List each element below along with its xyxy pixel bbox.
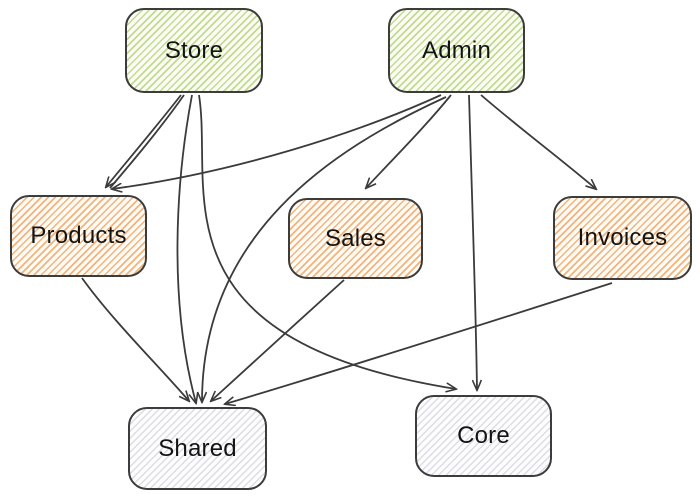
node-products-label: Products <box>30 222 127 249</box>
node-invoices: Invoices <box>553 196 692 280</box>
node-core: Core <box>415 395 552 477</box>
edge-store-products <box>106 94 182 187</box>
edge-sales-shared <box>211 279 345 401</box>
node-admin-label: Admin <box>421 36 492 64</box>
edge-store-shared <box>176 94 196 403</box>
node-shared: Shared <box>128 407 267 490</box>
node-admin: Admin <box>388 8 525 93</box>
node-core-label: Core <box>457 422 510 449</box>
edge-products-shared <box>81 277 189 401</box>
node-invoices-label: Invoices <box>577 224 668 251</box>
edge-admin-sales <box>366 94 452 188</box>
edge-store-core <box>198 94 456 389</box>
node-store-label: Store <box>164 36 224 64</box>
edge-invoices-shared <box>225 282 613 404</box>
node-products: Products <box>10 195 147 277</box>
node-store: Store <box>125 8 263 93</box>
edge-admin-core <box>468 94 477 390</box>
edge-admin-products <box>112 94 442 189</box>
node-sales: Sales <box>288 198 423 279</box>
node-shared-label: Shared <box>158 434 237 462</box>
edge-admin-invoices <box>480 94 596 189</box>
edge-store-products-twin <box>109 94 185 189</box>
edge-admin-shared <box>202 96 447 402</box>
node-sales-label: Sales <box>324 224 387 252</box>
